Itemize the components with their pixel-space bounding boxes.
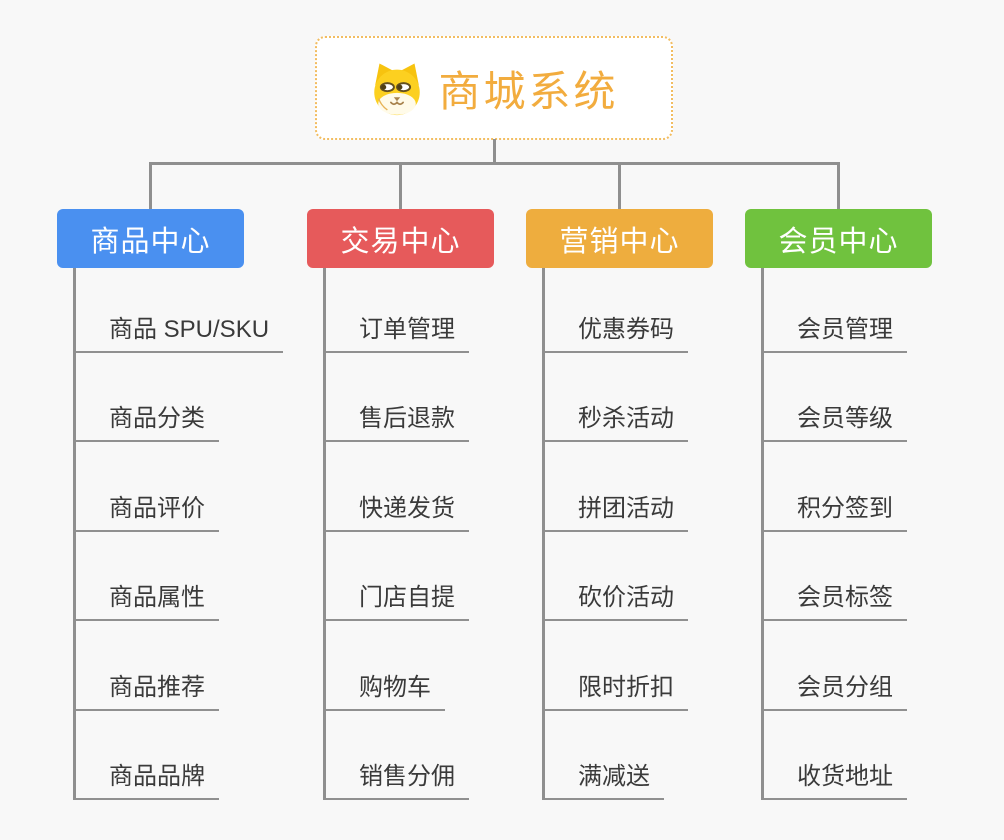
leaf-node-group-buy[interactable]: 拼团活动 bbox=[545, 494, 688, 532]
leaf-node-coupon-code[interactable]: 优惠券码 bbox=[545, 315, 688, 353]
leaf-node-store-pickup[interactable]: 门店自提 bbox=[326, 583, 469, 621]
leaf-node-sales-commission[interactable]: 销售分佣 bbox=[326, 762, 469, 800]
root-node-mall-system[interactable]: 商城系统 bbox=[315, 36, 673, 140]
leaf-node-limited-time-discount[interactable]: 限时折扣 bbox=[545, 673, 688, 711]
leaf-node-product-recommend[interactable]: 商品推荐 bbox=[76, 673, 219, 711]
branch-node-member-center[interactable]: 会员中心 bbox=[745, 209, 932, 268]
leaf-node-shopping-cart[interactable]: 购物车 bbox=[326, 673, 445, 711]
branch-node-trade-center[interactable]: 交易中心 bbox=[307, 209, 494, 268]
branch-label: 营销中心 bbox=[559, 225, 680, 258]
branch-node-marketing-center[interactable]: 营销中心 bbox=[526, 209, 713, 268]
branch-node-product-center[interactable]: 商品中心 bbox=[57, 209, 244, 268]
root-node-label: 商城系统 bbox=[438, 67, 619, 115]
leaf-node-after-sale-refund[interactable]: 售后退款 bbox=[326, 404, 469, 442]
leaf-node-product-category[interactable]: 商品分类 bbox=[76, 404, 219, 442]
leaf-node-bargain-activity[interactable]: 砍价活动 bbox=[545, 583, 688, 621]
leaf-node-product-spu-sku[interactable]: 商品 SPU/SKU bbox=[76, 315, 284, 353]
leaf-node-flash-sale[interactable]: 秒杀活动 bbox=[545, 404, 688, 442]
connector-horizontal-bar bbox=[149, 162, 840, 165]
dog-face-icon bbox=[374, 63, 421, 116]
leaf-node-product-attribute[interactable]: 商品属性 bbox=[76, 583, 219, 621]
leaf-column-member: 会员管理 会员等级 积分签到 会员标签 会员分组 收货地址 bbox=[761, 268, 907, 800]
connector-drop-trade bbox=[399, 165, 402, 210]
branch-label: 会员中心 bbox=[778, 225, 899, 258]
leaf-node-spend-and-save[interactable]: 满减送 bbox=[545, 762, 664, 800]
leaf-node-member-tag[interactable]: 会员标签 bbox=[764, 583, 907, 621]
connector-drop-product bbox=[149, 165, 152, 210]
leaf-node-member-management[interactable]: 会员管理 bbox=[764, 315, 907, 353]
leaf-node-member-group[interactable]: 会员分组 bbox=[764, 673, 907, 711]
leaf-column-trade: 订单管理 售后退款 快递发货 门店自提 购物车 销售分佣 bbox=[323, 268, 469, 800]
leaf-node-points-checkin[interactable]: 积分签到 bbox=[764, 494, 907, 532]
leaf-node-product-review[interactable]: 商品评价 bbox=[76, 494, 219, 532]
leaf-node-express-delivery[interactable]: 快递发货 bbox=[326, 494, 469, 532]
leaf-node-order-management[interactable]: 订单管理 bbox=[326, 315, 469, 353]
leaf-column-marketing: 优惠券码 秒杀活动 拼团活动 砍价活动 限时折扣 满减送 bbox=[542, 268, 688, 800]
leaf-node-shipping-address[interactable]: 收货地址 bbox=[764, 762, 907, 800]
connector-root-stem bbox=[493, 139, 496, 163]
connector-drop-marketing bbox=[618, 165, 621, 210]
branch-label: 商品中心 bbox=[90, 225, 211, 258]
branch-label: 交易中心 bbox=[340, 225, 461, 258]
leaf-node-member-level[interactable]: 会员等级 bbox=[764, 404, 907, 442]
leaf-column-product: 商品 SPU/SKU 商品分类 商品评价 商品属性 商品推荐 商品品牌 bbox=[73, 268, 284, 800]
connector-drop-member bbox=[837, 165, 840, 210]
leaf-node-product-brand[interactable]: 商品品牌 bbox=[76, 762, 219, 800]
